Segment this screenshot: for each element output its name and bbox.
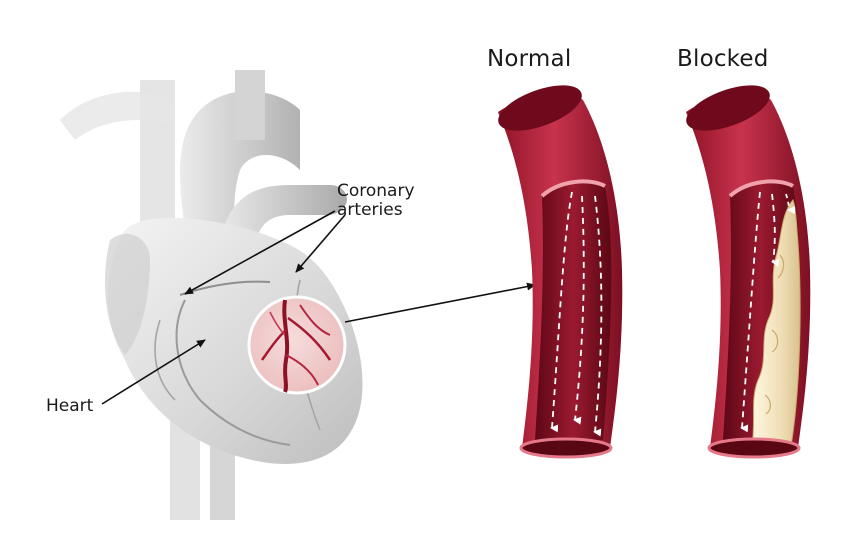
blocked-title: Blocked <box>677 46 769 72</box>
zoom-arrow <box>344 282 536 323</box>
right-atrium <box>105 233 150 355</box>
flow-arrow <box>771 193 780 267</box>
vena-cava-vessel <box>140 80 175 260</box>
flow-arrow <box>593 195 603 437</box>
surface-vessel <box>175 299 291 446</box>
pointer-arrows <box>101 210 536 405</box>
heart-arrow <box>101 339 206 405</box>
heart-body <box>108 217 363 464</box>
normal-artery-bottom-opening <box>519 437 613 459</box>
upper-vessel-right <box>235 70 265 140</box>
blocked-artery-bottom-opening <box>707 437 801 459</box>
flow-arrow <box>573 195 585 425</box>
normal-artery-top-opening <box>498 85 582 131</box>
blocked-artery <box>686 85 811 459</box>
blocked-artery-top-opening <box>686 85 770 131</box>
coronary-arrow-2 <box>295 214 346 273</box>
coronary-label-line2: arteries <box>337 200 403 220</box>
coronary-label-line1: Coronary <box>337 181 415 201</box>
normal-artery-lumen <box>535 181 612 440</box>
upper-vessel-left <box>60 91 170 140</box>
heart-illustration <box>60 70 363 520</box>
normal-title: Normal <box>487 46 572 72</box>
heart-label: Heart <box>46 396 94 416</box>
normal-artery <box>498 85 623 459</box>
coronary-arrow-1 <box>184 210 336 295</box>
lower-vessel <box>170 420 200 520</box>
surface-vessel-2 <box>154 319 176 401</box>
coronary-arteries-label: Coronary arteries <box>337 182 415 220</box>
magnified-artery-view <box>247 295 347 395</box>
flow-arrow <box>785 193 796 214</box>
